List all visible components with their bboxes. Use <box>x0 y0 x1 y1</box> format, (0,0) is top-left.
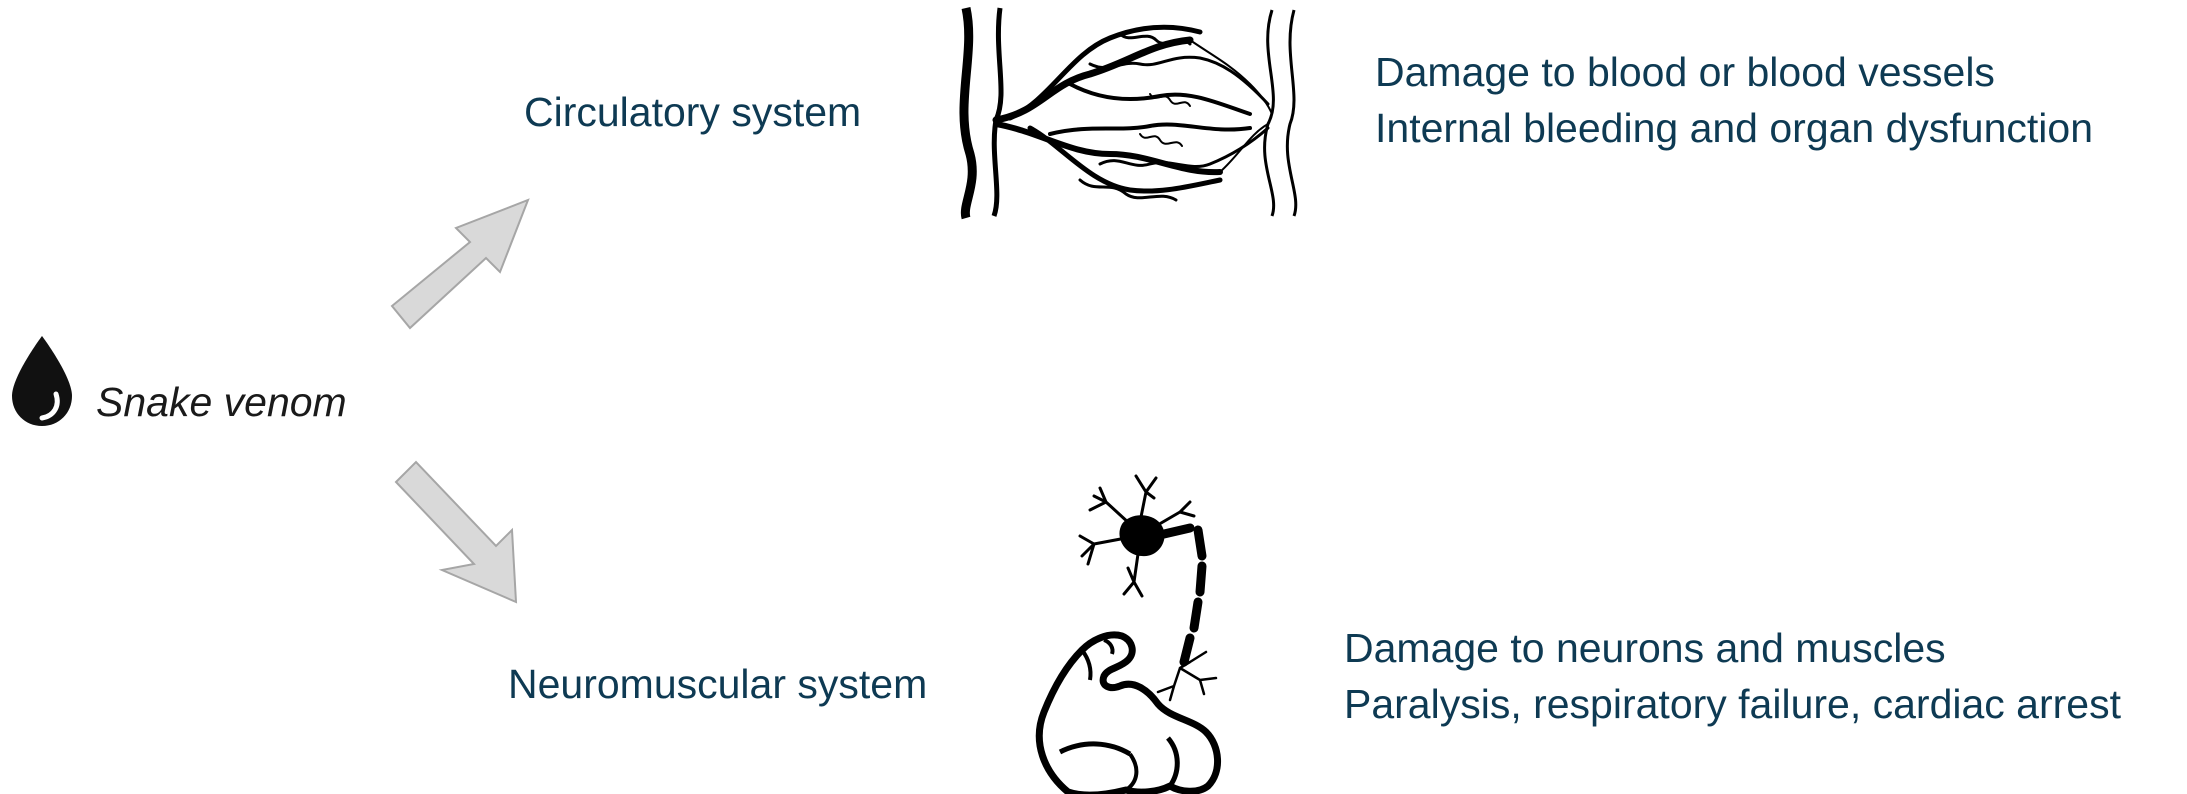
arrow-up-right <box>390 196 540 336</box>
blood-vessels-icon <box>950 4 1300 219</box>
source-label: Snake venom <box>96 382 347 423</box>
neuromuscular-effect-2: Paralysis, respiratory failure, cardiac … <box>1344 676 2121 732</box>
circulatory-effect-1: Damage to blood or blood vessels <box>1375 44 2093 100</box>
drop-icon <box>10 336 74 428</box>
circulatory-effects: Damage to blood or blood vessels Interna… <box>1375 44 2093 156</box>
neuron-muscle-icon <box>1030 472 1250 794</box>
circulatory-effect-2: Internal bleeding and organ dysfunction <box>1375 100 2093 156</box>
arrow-down-right <box>392 456 542 606</box>
neuromuscular-effect-1: Damage to neurons and muscles <box>1344 620 2121 676</box>
neuromuscular-system-label: Neuromuscular system <box>508 664 927 705</box>
neuromuscular-effects: Damage to neurons and muscles Paralysis,… <box>1344 620 2121 732</box>
circulatory-system-label: Circulatory system <box>524 92 861 133</box>
